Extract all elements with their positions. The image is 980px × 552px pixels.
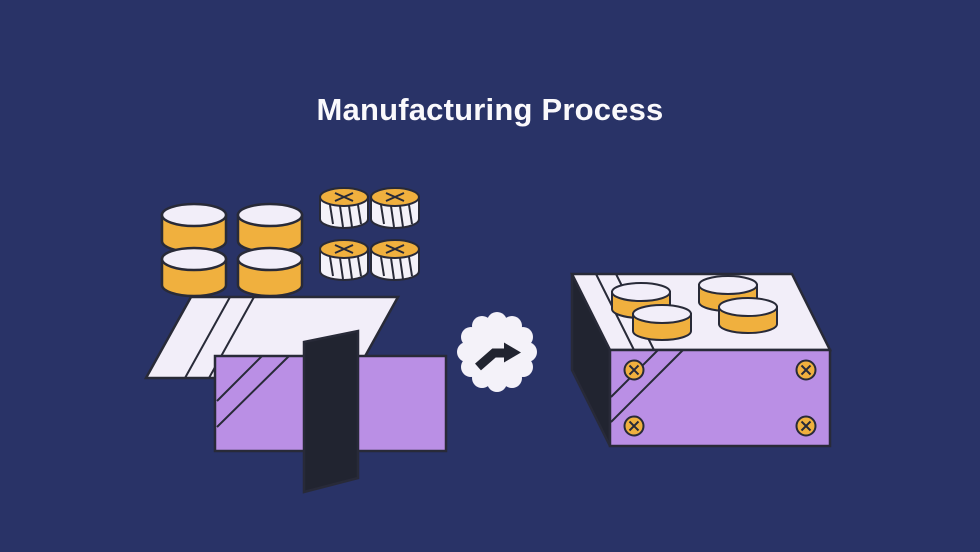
screw-icon xyxy=(623,359,645,381)
x-cross-icon xyxy=(334,192,354,202)
assembled-box xyxy=(569,272,833,448)
screw-icon xyxy=(795,415,817,437)
cutting-station xyxy=(143,295,448,494)
fastener-drums-group xyxy=(319,187,420,281)
x-cross-icon xyxy=(385,244,405,254)
drum-icon xyxy=(370,239,420,281)
drum-icon xyxy=(319,239,369,281)
process-arrow-badge xyxy=(457,312,537,392)
top-cylinder xyxy=(632,304,692,341)
raw-discs-group xyxy=(160,202,304,298)
box-front-face xyxy=(608,348,832,448)
drum-icon xyxy=(370,187,420,229)
x-cross-icon xyxy=(334,244,354,254)
cutting-blade xyxy=(302,329,360,494)
top-cylinder xyxy=(718,297,778,334)
disc-icon xyxy=(236,246,304,298)
x-cross-icon xyxy=(385,192,405,202)
arrow-right-icon xyxy=(475,342,521,371)
screw-icon xyxy=(795,359,817,381)
screw-icon xyxy=(623,415,645,437)
disc-icon xyxy=(160,246,228,298)
page-title: Manufacturing Process xyxy=(316,92,664,127)
drum-icon xyxy=(319,187,369,229)
disc-icon xyxy=(236,202,304,254)
panel-hatch-lines xyxy=(216,355,290,428)
disc-icon xyxy=(160,202,228,254)
